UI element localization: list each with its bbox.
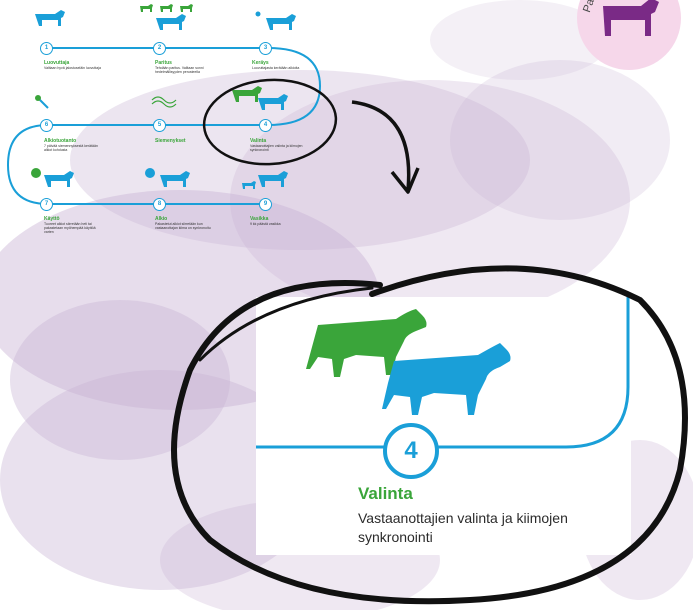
step-5-number: 5 (153, 119, 166, 132)
step-6-number: 6 (40, 119, 53, 132)
logo: Para olla (577, 0, 681, 70)
step-7-title: Käyttö (44, 216, 60, 222)
cow-icon (258, 94, 288, 110)
dna-icon (151, 96, 177, 108)
step-2-number: 2 (153, 42, 166, 55)
blue-cow-icon (382, 343, 511, 415)
gene-icon (31, 168, 41, 178)
cow-icon (35, 10, 65, 26)
small-cow-icons (31, 4, 296, 189)
step-4-number: 4 (259, 119, 272, 132)
water-drop-icon (255, 11, 261, 17)
cow-icon (160, 4, 173, 12)
step-5-title: Siemenykset (155, 138, 186, 144)
step-1-desc: Valitaan hyvä jalostuseläin luovuttaja (44, 66, 101, 70)
step-1-title: Luovuttaja (44, 60, 70, 66)
step-7-number: 7 (40, 198, 53, 211)
highlight-circle-small (202, 78, 338, 166)
step-3-title: Keräys (252, 60, 269, 66)
cow-icon (160, 171, 190, 187)
step-9-desc: 9 kk päästä vasikka (250, 222, 281, 226)
step-3-desc: Luovuttajasta kerätään alkioita (252, 66, 300, 70)
curved-arrow (351, 100, 411, 191)
zoom-step-title: Valinta (358, 484, 413, 503)
cow-icon (232, 86, 262, 102)
cow-icon (242, 181, 256, 189)
step-6-desc: 7 päivää siemennyksestä kerätään alkiot … (44, 144, 98, 152)
arrow-icon (390, 167, 420, 194)
logo-cow-icon (603, 0, 659, 36)
cow-icon (266, 14, 296, 30)
step-6-title: Alkiotuotanto (44, 138, 77, 144)
step-2-title: Paritus (155, 60, 172, 66)
step-8-desc: Pakastetut alkiot siirretään kun vastaan… (155, 222, 211, 230)
cow-icon (44, 171, 74, 187)
cow-icon (156, 14, 186, 30)
cow-icon (258, 171, 288, 187)
step-8-number: 8 (153, 198, 166, 211)
step-4-title: Valinta (250, 138, 267, 144)
gene-icon (145, 168, 155, 178)
step-8-title: Alkio (155, 216, 168, 222)
step-3-number: 3 (259, 42, 272, 55)
zoom-step-number: 4 (383, 423, 439, 479)
step-2-desc: Tehdään paritus. Valitaan sonni hedelmäl… (155, 66, 204, 74)
step-1-number: 1 (40, 42, 53, 55)
step-4-desc: Vastaanottajien valinta ja kiimojen synk… (250, 144, 303, 152)
cow-icon (140, 4, 153, 12)
cow-icon (180, 4, 193, 12)
step-9-number: 9 (259, 198, 272, 211)
step-7-desc: Tuoreet alkiot siirretään heti tai pakas… (44, 222, 96, 234)
step-9-title: Vasikka (250, 216, 269, 222)
zoom-step-description: Vastaanottajien valinta ja kiimojen synk… (358, 510, 568, 545)
